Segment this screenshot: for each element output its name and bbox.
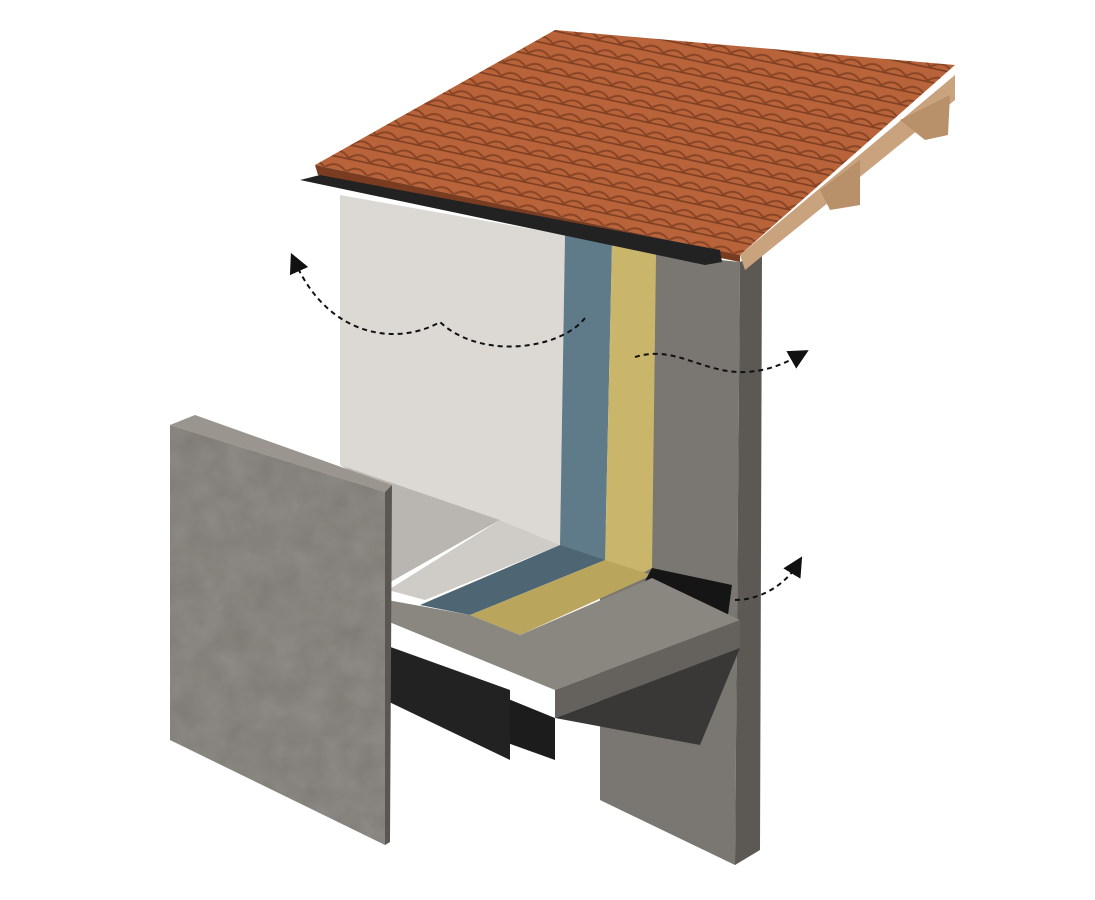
waterproof-membrane-layer — [420, 235, 612, 615]
tiled-roof — [300, 30, 955, 270]
insulation-layer — [470, 245, 732, 635]
interior-finish-layer — [340, 195, 565, 600]
floor-slab — [360, 578, 740, 760]
front-concrete-wall — [170, 415, 392, 845]
gutter — [300, 175, 722, 265]
vapour-arrow-icon — [289, 252, 809, 601]
